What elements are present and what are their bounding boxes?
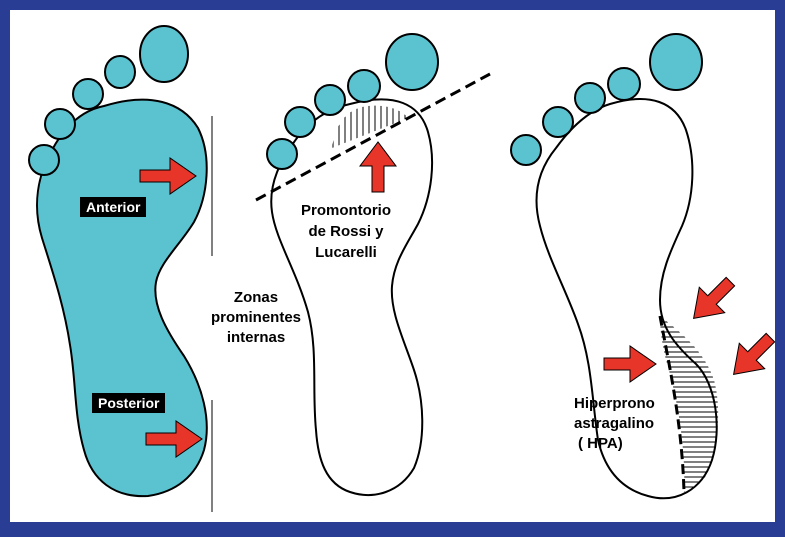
zonas-line-3: internas [186, 328, 326, 348]
promontorio-line-3: Lucarelli [284, 242, 408, 263]
zonas-line-2: prominentes [186, 308, 326, 328]
left-toe-3 [73, 79, 103, 109]
promontorio-line-1: Promontorio [284, 200, 408, 221]
hpa-line-2: astragalino [574, 414, 684, 434]
anterior-label: Anterior [80, 197, 146, 217]
right-toe-4 [543, 107, 573, 137]
right-toe-5 [511, 135, 541, 165]
hpa-line-3: ( HPA) [574, 434, 684, 454]
hpa-label: Hiperprono astragalino ( HPA) [574, 394, 684, 454]
left-toe-1 [140, 26, 188, 82]
middle-toe-5 [267, 139, 297, 169]
promontorio-label: Promontorio de Rossi y Lucarelli [284, 200, 408, 263]
right-toe-1 [650, 34, 702, 90]
left-toe-5 [29, 145, 59, 175]
right-toe-2 [608, 68, 640, 100]
promontorio-line-2: de Rossi y [284, 221, 408, 242]
left-toe-2 [105, 56, 135, 88]
middle-toe-1 [386, 34, 438, 90]
posterior-label: Posterior [92, 393, 165, 413]
zonas-label: Zonas prominentes internas [186, 288, 326, 348]
left-toe-4 [45, 109, 75, 139]
middle-toe-2 [348, 70, 380, 102]
zonas-line-1: Zonas [186, 288, 326, 308]
hpa-line-1: Hiperprono [574, 394, 684, 414]
middle-toe-4 [285, 107, 315, 137]
middle-toe-3 [315, 85, 345, 115]
right-toe-3 [575, 83, 605, 113]
